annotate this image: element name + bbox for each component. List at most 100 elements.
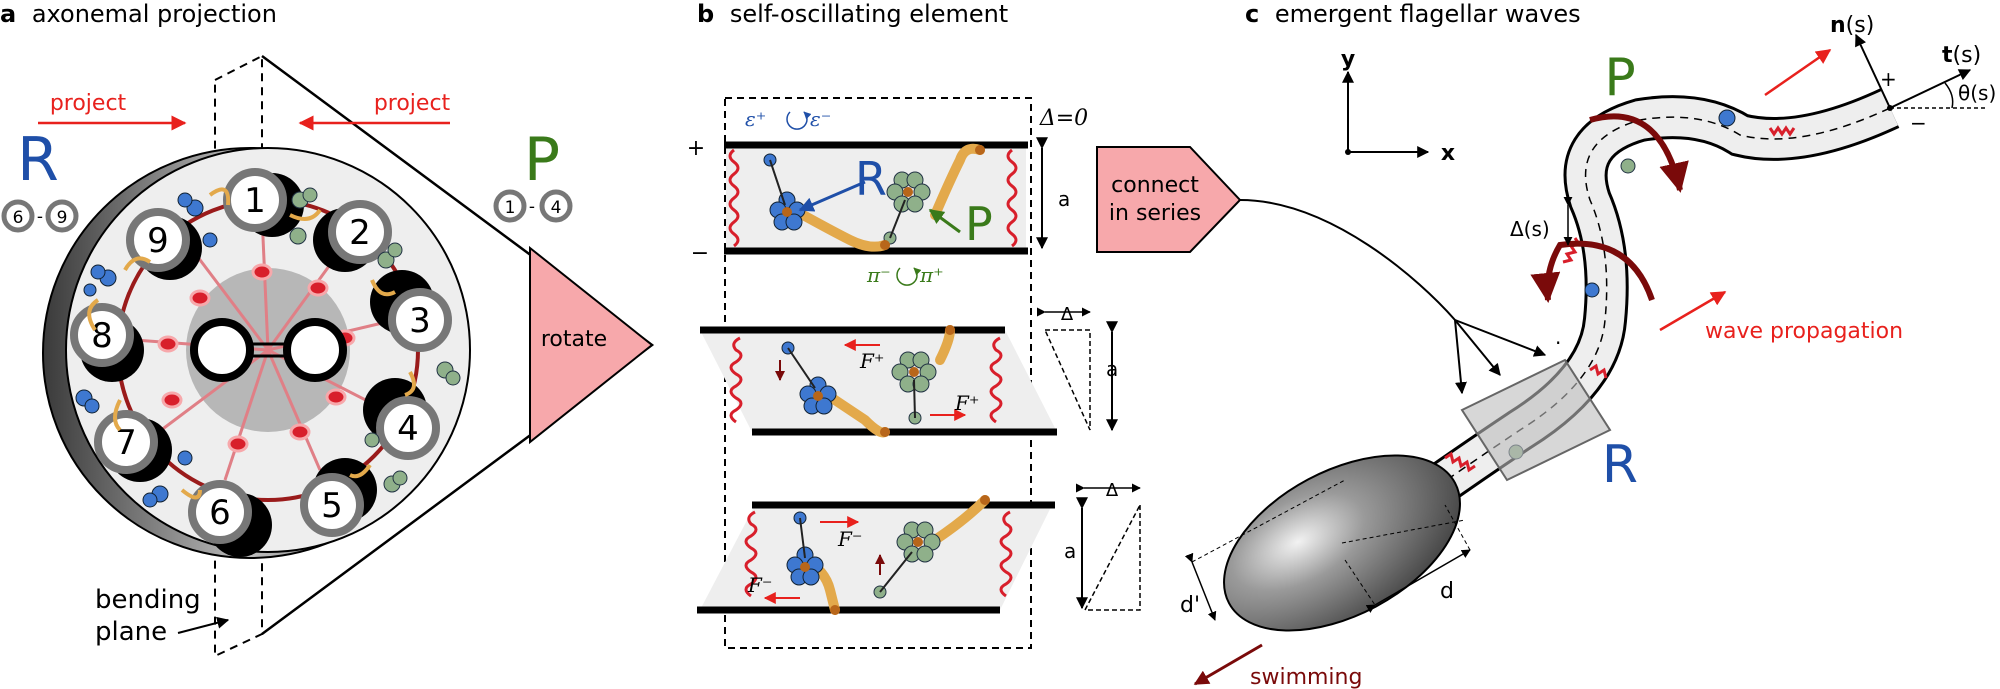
svg-text:4: 4 [551,198,562,218]
panel-b-letter: b [697,0,714,28]
svg-text:c emergent flagellar wav: c emergent flagellar waves [1245,0,1581,28]
svg-text:1: 1 [505,198,516,218]
spoke-heads [157,263,356,453]
doublet-2: 2 [313,200,392,272]
doublet-1: 1 [223,168,304,237]
y-axis-label: y [1341,47,1355,72]
green-dyneins [289,187,461,493]
bending-plane-label-1: bending [95,585,201,615]
svg-text:a axonemal projection: a axonemal projection [0,0,277,28]
b-minus: − [691,241,709,266]
doublet-6-label: 6 [209,493,231,533]
element-shear-negative: F⁻ F⁻ [697,495,1055,615]
doublet-9: 9 [126,208,202,280]
b-plus: + [687,136,705,161]
connect-in-series-box [1096,146,1242,253]
R-range: 6 - 9 [1,199,79,233]
doublet-9-label: 9 [147,221,169,261]
svg-text:a: a [1064,539,1076,563]
xy-axes: y x [1341,47,1455,166]
swimming-label: swimming [1250,665,1362,689]
doublet-3-label: 3 [409,301,431,341]
project-label-left: project [50,91,127,116]
n-s-label: (s) [1846,13,1875,38]
doublet-1-label: 1 [244,181,266,221]
b-delta-zero: Δ=0 [1039,106,1088,131]
P-label: P [524,125,560,195]
rotate-label: rotate [541,327,607,352]
element-shear-positive: F⁺ F⁺ [700,325,1057,438]
c-plus: + [1880,67,1897,91]
panel-c: c emergent flagellar waves connect in se… [1096,0,1996,689]
doublet-5-label: 5 [321,486,343,526]
b-eps-cycle [786,111,812,130]
x-axis-label: x [1441,141,1455,166]
panel-b: b self-oscillating element [687,0,1141,649]
tn-frame: n(s) t(s) θ(s) + − [1830,13,1996,135]
svg-text:-: - [37,207,43,227]
rotate-triangle [529,245,654,445]
b-dimension-3: Δ a [1064,480,1141,611]
svg-text:d: d [1440,579,1454,604]
delta-s-label: Δ(s) [1510,217,1550,241]
t-s-label: (s) [1953,43,1982,68]
b-pi-cycle [896,267,922,286]
R-label: R [17,125,59,195]
element-plane [1460,358,1612,482]
c-P-label: P [1604,48,1635,108]
central-microtubule-left [190,318,254,382]
bending-plane-label-2: plane [95,617,167,647]
b-F-plus-2: F⁺ [954,391,979,415]
doublet-6: 6 [188,480,272,557]
wave-propagation-label: wave propagation [1705,319,1903,344]
b-pi-plus: π⁺ [919,263,944,287]
connect-label-2: in series [1109,201,1201,226]
theta-label: θ(s) [1958,81,1996,105]
curl-arrow-top [1589,113,1689,193]
b-P-label: P [965,197,993,251]
doublet-7-label: 7 [115,423,137,463]
svg-text:9: 9 [57,208,68,228]
blue-dyneins [75,192,218,508]
series-connector [1239,199,1456,321]
b-dimension-2: Δ a [1036,304,1118,432]
c-R-label: R [1602,435,1638,495]
t-label: t [1942,43,1953,68]
svg-text:a: a [1058,187,1070,211]
panel-c-title: emergent flagellar waves [1275,0,1581,28]
c-minus: − [1910,111,1927,135]
panel-a: a axonemal projection rotate [0,0,655,658]
b-eps-plus: ε⁺ [745,107,766,131]
dimension-d: d [1344,504,1471,613]
svg-text:-: - [529,197,535,217]
b-F-minus-2: F⁻ [747,573,772,597]
panel-a-title: axonemal projection [32,0,277,28]
b-eps-minus: ε⁻ [810,107,831,131]
doublet-2-label: 2 [349,213,371,253]
n-label: n [1830,13,1846,38]
svg-text:·: · [1555,331,1561,355]
project-label-right: project [374,91,451,116]
b-F-minus-1: F⁻ [837,527,862,551]
panel-b-frame [724,97,1032,649]
dimension-d-prime: d' [1180,479,1346,621]
P-range: 1 - 4 [493,189,573,223]
svg-text:d': d' [1180,593,1200,618]
svg-text:t(s): t(s) [1942,43,1981,68]
doublet-7: 7 [94,410,172,482]
wave-arrow-middle [1659,290,1727,332]
svg-text:a: a [1106,357,1118,381]
doublet-3: 3 [370,270,452,352]
b-dimension-a1: a [1036,137,1070,250]
doublet-4-label: 4 [397,409,419,449]
panel-b-title: self-oscillating element [730,0,1008,28]
orange-linkers [87,187,416,500]
panel-a-letter: a [0,0,16,28]
svg-text:6: 6 [13,208,24,228]
panel-c-letter: c [1245,0,1259,28]
wave-arrow-top [1764,48,1832,97]
doublet-8-label: 8 [91,316,113,356]
svg-text:Δ: Δ [1106,480,1119,501]
b-F-plus-1: F⁺ [859,349,884,373]
